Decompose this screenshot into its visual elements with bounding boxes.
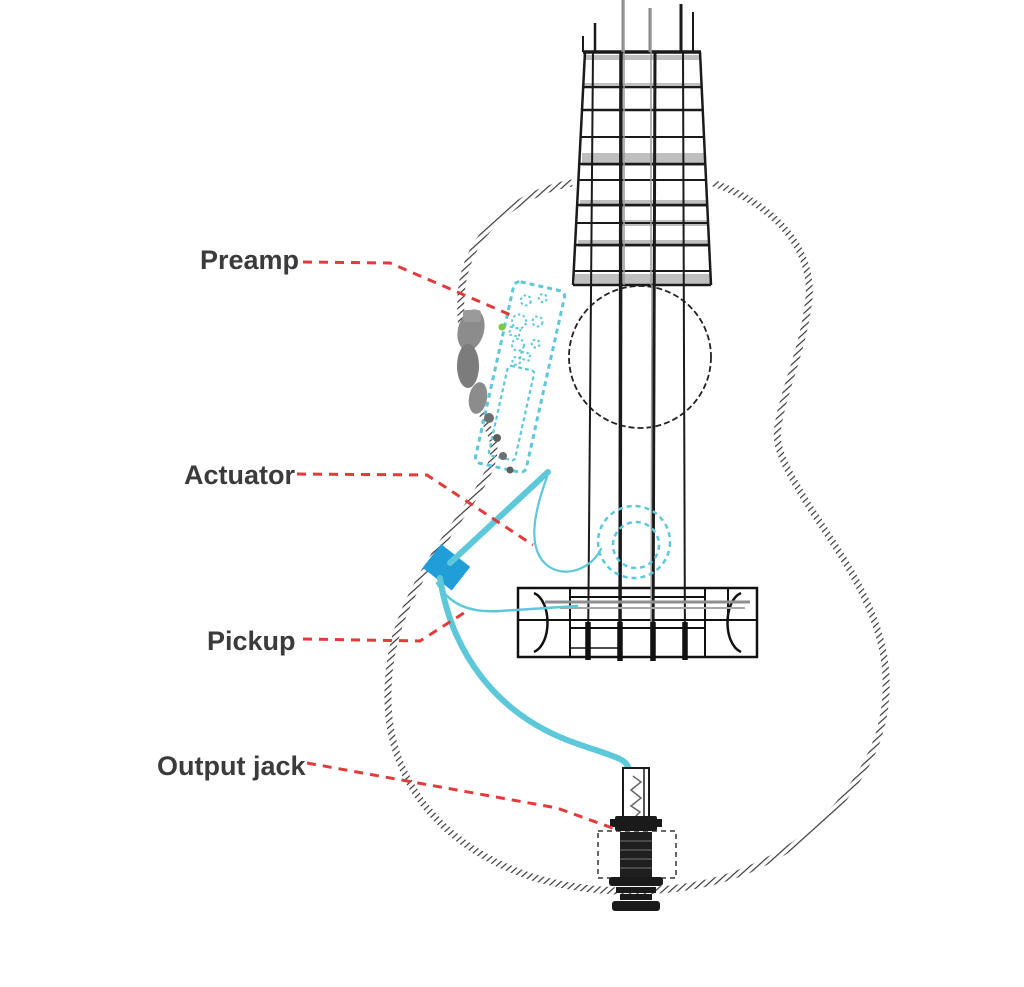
leader-actuator <box>296 472 534 547</box>
strings <box>585 51 688 661</box>
labels: Preamp Actuator Pickup Output jack <box>157 245 306 781</box>
wire-actuator-to-pickup <box>435 581 579 613</box>
wire-preamp-to-actuator <box>447 469 551 566</box>
string-posts <box>582 0 694 52</box>
bridge <box>516 586 759 659</box>
actuator-component <box>422 544 471 591</box>
preamp-connector <box>457 309 514 474</box>
leader-preamp <box>302 260 514 318</box>
leader-lines <box>296 260 619 832</box>
leader-output-jack <box>306 761 619 832</box>
wiring <box>435 469 632 775</box>
leader-pickup <box>302 609 468 643</box>
label-output-jack: Output jack <box>157 751 306 781</box>
jack-spring-detail <box>629 775 643 819</box>
wire-actuator-to-jack <box>437 575 632 775</box>
preamp-knobs <box>507 293 548 366</box>
label-actuator: Actuator <box>184 460 295 490</box>
string-ties <box>585 622 688 661</box>
preamp-component <box>457 280 566 474</box>
label-preamp: Preamp <box>200 245 299 275</box>
output-jack-component <box>597 767 677 911</box>
label-pickup: Pickup <box>207 626 296 656</box>
preamp-led <box>498 323 506 331</box>
fretboard <box>571 0 713 287</box>
pickup-element <box>545 600 750 609</box>
actuator-disc <box>596 504 672 580</box>
wire-preamp-to-disc <box>533 475 603 573</box>
